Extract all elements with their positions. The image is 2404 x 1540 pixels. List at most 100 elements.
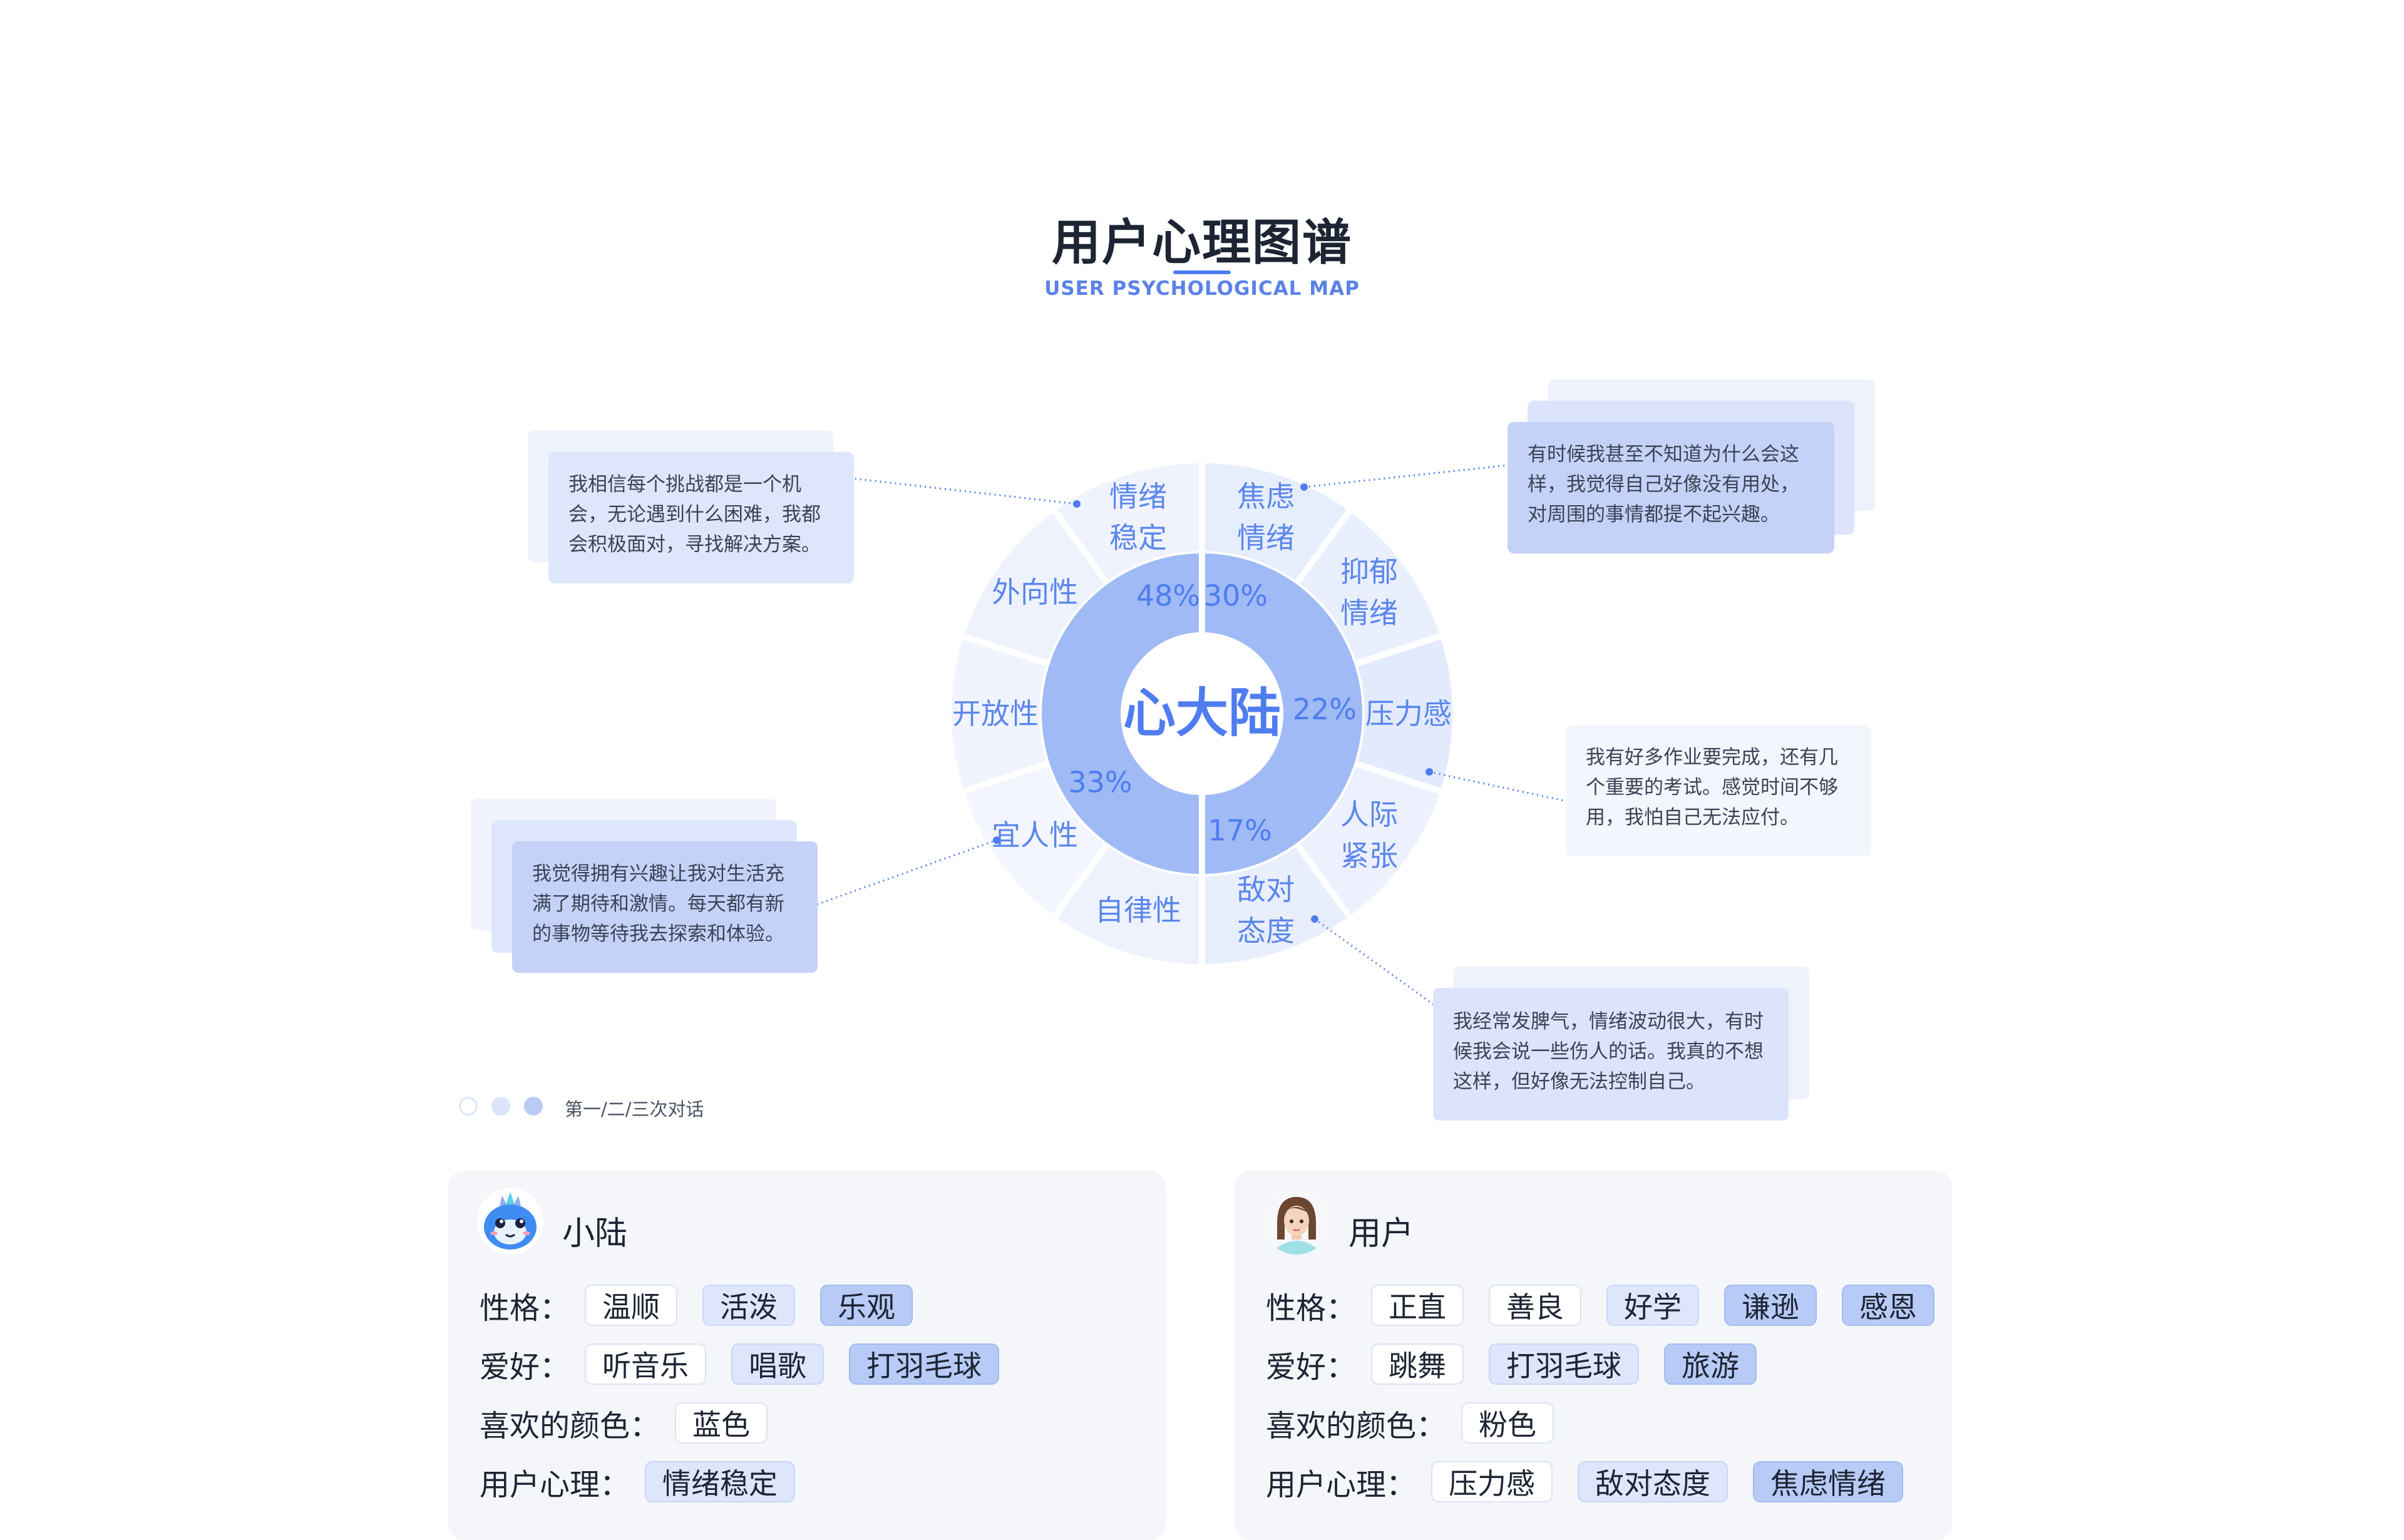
connector-top-right: [1303, 463, 1516, 488]
connector-dot: [993, 836, 1000, 844]
wheel-sector-label: 情绪稳定: [1109, 480, 1167, 555]
wheel-separator: [1354, 760, 1442, 794]
wheel-outer-sector: [1054, 844, 1202, 964]
wheel-sector-label: 自律性: [1095, 893, 1181, 927]
assistant-psych-row: 用户心理： 情绪稳定: [480, 1460, 820, 1504]
personality-tag: 活泼: [702, 1285, 796, 1326]
legend-dot-second: [491, 1097, 510, 1116]
hobby-tag: 跳舞: [1371, 1343, 1464, 1385]
wheel-separator: [1354, 633, 1442, 667]
wheel-separator: [962, 633, 1050, 667]
legend-dot-third: [524, 1097, 543, 1116]
bubble-top-right: 有时候我甚至不知道为什么会这样，我觉得自己好像没有用处，对周围的事情都提不起兴趣…: [1508, 422, 1834, 553]
wheel-center: [1121, 632, 1283, 795]
wheel-separator: [1051, 842, 1110, 920]
wheel-inner-sector: [1202, 552, 1297, 648]
user-name: 用户: [1348, 1215, 1414, 1253]
assistant-color-row: 喜欢的颜色： 蓝色: [480, 1401, 793, 1445]
personality-tag: 正直: [1371, 1285, 1464, 1326]
personality-tag: 好学: [1606, 1285, 1700, 1326]
connector-middle-right: [1429, 771, 1571, 803]
wheel-sector-label: 抑郁情绪: [1340, 555, 1398, 630]
connector-top-left: [845, 476, 1077, 505]
wheel-inner-sector: [1202, 779, 1297, 875]
wheel-inner-sector: [1250, 583, 1356, 689]
legend-label: 第一/二/三次对话: [565, 1099, 704, 1120]
hobby-tag: 打羽毛球: [1489, 1343, 1640, 1385]
hobby-tag: 旅游: [1664, 1343, 1757, 1385]
personality-tag: 乐观: [820, 1285, 913, 1326]
wheel-sector-label: 外向性: [992, 575, 1078, 609]
assistant-name: 小陆: [562, 1215, 628, 1253]
color-tag: 蓝色: [675, 1402, 768, 1444]
assistant-profile-card: 小陆 性格： 温顺 活泼 乐观 爱好： 听音乐 唱歌 打羽毛球 喜欢的颜色： 蓝…: [448, 1171, 1166, 1540]
wheel-outer-sector: [952, 636, 1049, 791]
connector-dot: [1311, 915, 1318, 923]
wheel-inner-sector: [1279, 664, 1364, 764]
wheel-outer-sector: [963, 763, 1107, 916]
wheel-inner-sector: [1048, 739, 1154, 844]
wheel-outer-sector: [1054, 463, 1202, 583]
user-profile-card: 用户 性格： 正直 善良 好学 谦逊 感恩 爱好： 跳舞 打羽毛球 旅游 喜欢的…: [1235, 1171, 1952, 1540]
personality-tag: 温顺: [585, 1285, 678, 1326]
wheel-sector-label: 敌对态度: [1237, 873, 1295, 948]
page-title: 用户心理图谱: [1051, 215, 1352, 271]
user-personality-row: 性格： 正直 善良 好学 谦逊 感恩: [1266, 1283, 1960, 1327]
psych-tag: 情绪稳定: [645, 1461, 796, 1502]
wheel-inner-sector: [1107, 552, 1202, 648]
hobby-tag: 打羽毛球: [849, 1343, 1000, 1385]
wheel-center-label: 心大陆: [1123, 682, 1281, 744]
wheel-sector-label: 宜人性: [992, 818, 1078, 852]
favorite-color-label: 喜欢的颜色：: [1266, 1409, 1447, 1444]
wheel-percentage-label: 33%: [1068, 766, 1132, 799]
color-tag: 粉色: [1461, 1402, 1554, 1444]
wheel-outer-sector: [1297, 511, 1441, 664]
hobbies-label: 爱好：: [1266, 1350, 1357, 1385]
personality-tag: 善良: [1489, 1285, 1582, 1326]
wheel-percentage-label: 30%: [1204, 579, 1268, 613]
favorite-color-label: 喜欢的颜色：: [480, 1409, 660, 1444]
wheel-sector-label: 压力感: [1365, 697, 1452, 731]
personality-label: 性格：: [1266, 1291, 1357, 1326]
wheel-outer-sector: [1355, 636, 1452, 791]
wheel-percentage-label: 17%: [1208, 813, 1271, 847]
wheel-separator: [1051, 508, 1110, 585]
wheel-percentage-label: 48%: [1136, 579, 1200, 613]
wheel-inner-sector: [1107, 779, 1202, 875]
user-psych-row: 用户心理： 压力感 敌对态度 焦虑情绪: [1266, 1460, 1928, 1504]
psych-label: 用户心理：: [1266, 1467, 1417, 1502]
wheel-percentage-label: 22%: [1293, 692, 1357, 726]
personality-tag: 感恩: [1842, 1285, 1935, 1326]
wheel-ring-border: [1039, 551, 1365, 876]
wheel-separator: [1294, 508, 1353, 585]
hobby-tag: 听音乐: [585, 1343, 707, 1385]
wheel-separator: [1294, 842, 1353, 920]
wheel-inner-sector: [1040, 664, 1125, 764]
wheel-outer-sector: [1202, 463, 1350, 583]
wheel-outer-sector: [1297, 763, 1441, 916]
connector-dot: [1425, 768, 1433, 776]
hobby-tag: 唱歌: [731, 1343, 824, 1385]
page-subtitle: USER PSYCHOLOGICAL MAP: [1044, 277, 1360, 300]
user-color-row: 喜欢的颜色： 粉色: [1266, 1401, 1579, 1445]
assistant-hobbies-row: 爱好： 听音乐 唱歌 打羽毛球: [480, 1342, 1024, 1386]
wheel-outer-sector: [963, 511, 1107, 664]
wheel-outer-sector: [1202, 844, 1350, 964]
wheel-sector-label: 开放性: [952, 697, 1039, 731]
wheel-sector-label: 人际紧张: [1340, 798, 1398, 873]
personality-label: 性格：: [480, 1291, 570, 1326]
bubble-middle-right: 我有好多作业要完成，还有几个重要的考试。感觉时间不够用，我怕自己无法应付。: [1566, 725, 1871, 856]
psych-tag: 焦虑情绪: [1753, 1461, 1904, 1502]
hobbies-label: 爱好：: [480, 1350, 570, 1385]
legend-dot-first: [459, 1097, 478, 1116]
psych-label: 用户心理：: [480, 1467, 630, 1502]
psych-tag: 压力感: [1431, 1461, 1553, 1502]
wheel-separator: [962, 760, 1050, 794]
personality-tag: 谦逊: [1724, 1285, 1817, 1326]
wheel-inner-sector: [1048, 583, 1154, 689]
title-underline: [1173, 270, 1231, 274]
wheel-inner-sector: [1250, 739, 1356, 844]
wheel-sector-label: 焦虑情绪: [1237, 480, 1295, 555]
blue-dragon-mascot-icon: [477, 1188, 543, 1255]
